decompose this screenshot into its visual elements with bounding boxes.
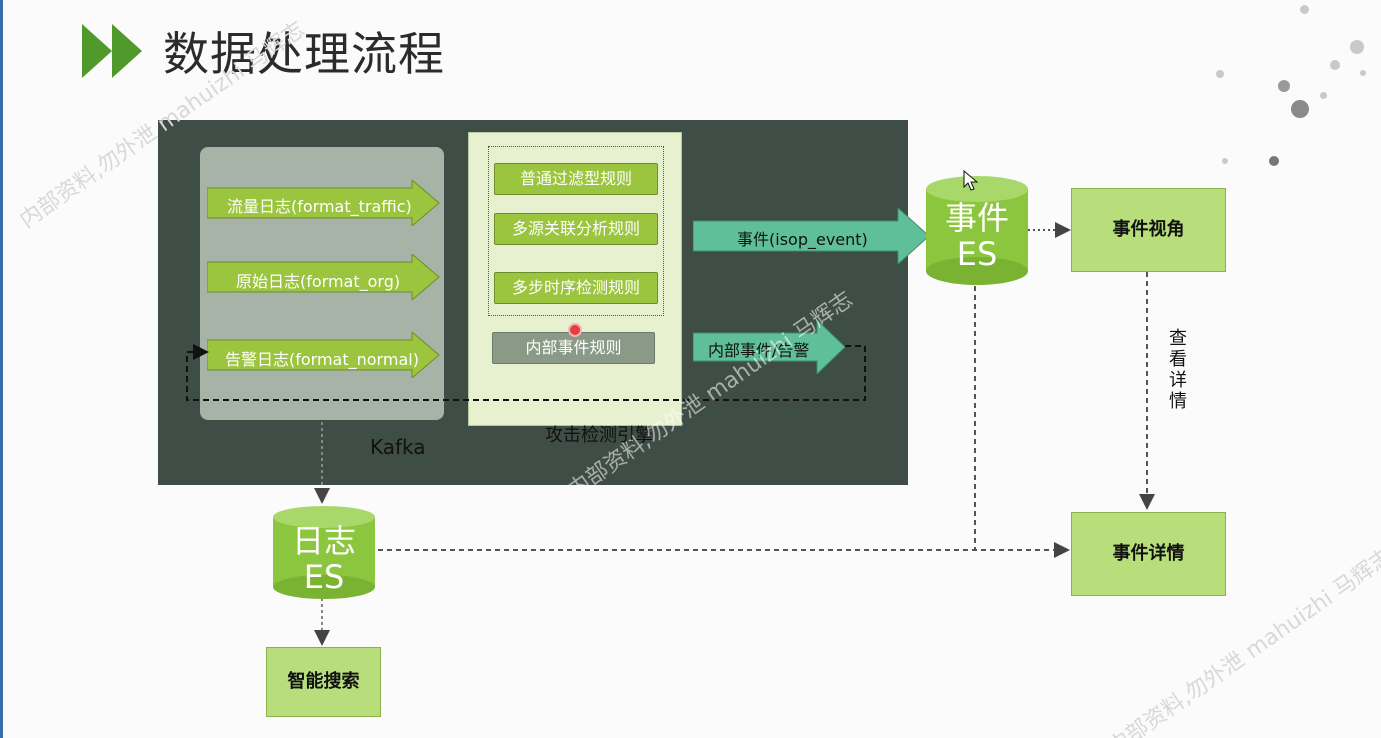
log-es-line1: 日志 [291,522,356,560]
event-es-cylinder [926,176,1028,285]
stream-arrow-traffic [207,180,440,226]
log-es-line2: ES [303,558,345,596]
cursor-highlight-icon [568,323,582,337]
decor-dot [1291,100,1309,118]
event-es-line1: 事件 [944,199,1009,237]
stream-label-normal: 告警日志(format_normal) [225,350,419,369]
log-es-label: 日志 ES [272,523,376,595]
decor-dot [1216,70,1224,78]
kafka-label: Kafka [370,435,426,459]
engine-label: 攻击检测引擎 [545,425,653,446]
rule-group [488,146,664,316]
mouse-cursor-icon [963,170,979,191]
rule-filter: 普通过滤型规则 [494,163,658,195]
internal-event-arrow-label: 内部事件/告警 [708,341,810,360]
smart-search-box: 智能搜索 [266,647,381,717]
event-arrow [693,208,930,264]
event-es-label: 事件 ES [925,200,1029,272]
decor-dot [1360,70,1366,76]
decor-dot [1330,60,1340,70]
rule-correlation: 多源关联分析规则 [494,213,658,245]
event-arrow-label: 事件(isop_event) [737,230,868,249]
decor-dot [1269,156,1279,166]
rule-internal-event: 内部事件规则 [492,332,655,364]
rule-sequence: 多步时序检测规则 [494,272,658,304]
page-title: 数据处理流程 [163,27,445,81]
stream-label-org: 原始日志(format_org) [236,272,401,291]
view-detail-label: 查看详情 [1169,328,1187,412]
internal-event-arrow [693,320,846,374]
title-chevron-icon [82,24,142,78]
decor-dot [1300,5,1309,14]
event-detail-box: 事件详情 [1071,512,1226,596]
stream-arrow-normal [207,332,440,378]
event-view-box: 事件视角 [1071,188,1226,272]
decor-dot [1278,80,1290,92]
decor-dot [1222,158,1228,164]
event-es-line2: ES [956,235,998,273]
log-es-cylinder [273,506,375,599]
stream-arrow-org [207,254,440,300]
window-left-border [0,0,3,738]
decor-dot [1350,40,1364,54]
decor-dot [1320,92,1327,99]
stream-label-traffic: 流量日志(format_traffic) [227,197,412,216]
